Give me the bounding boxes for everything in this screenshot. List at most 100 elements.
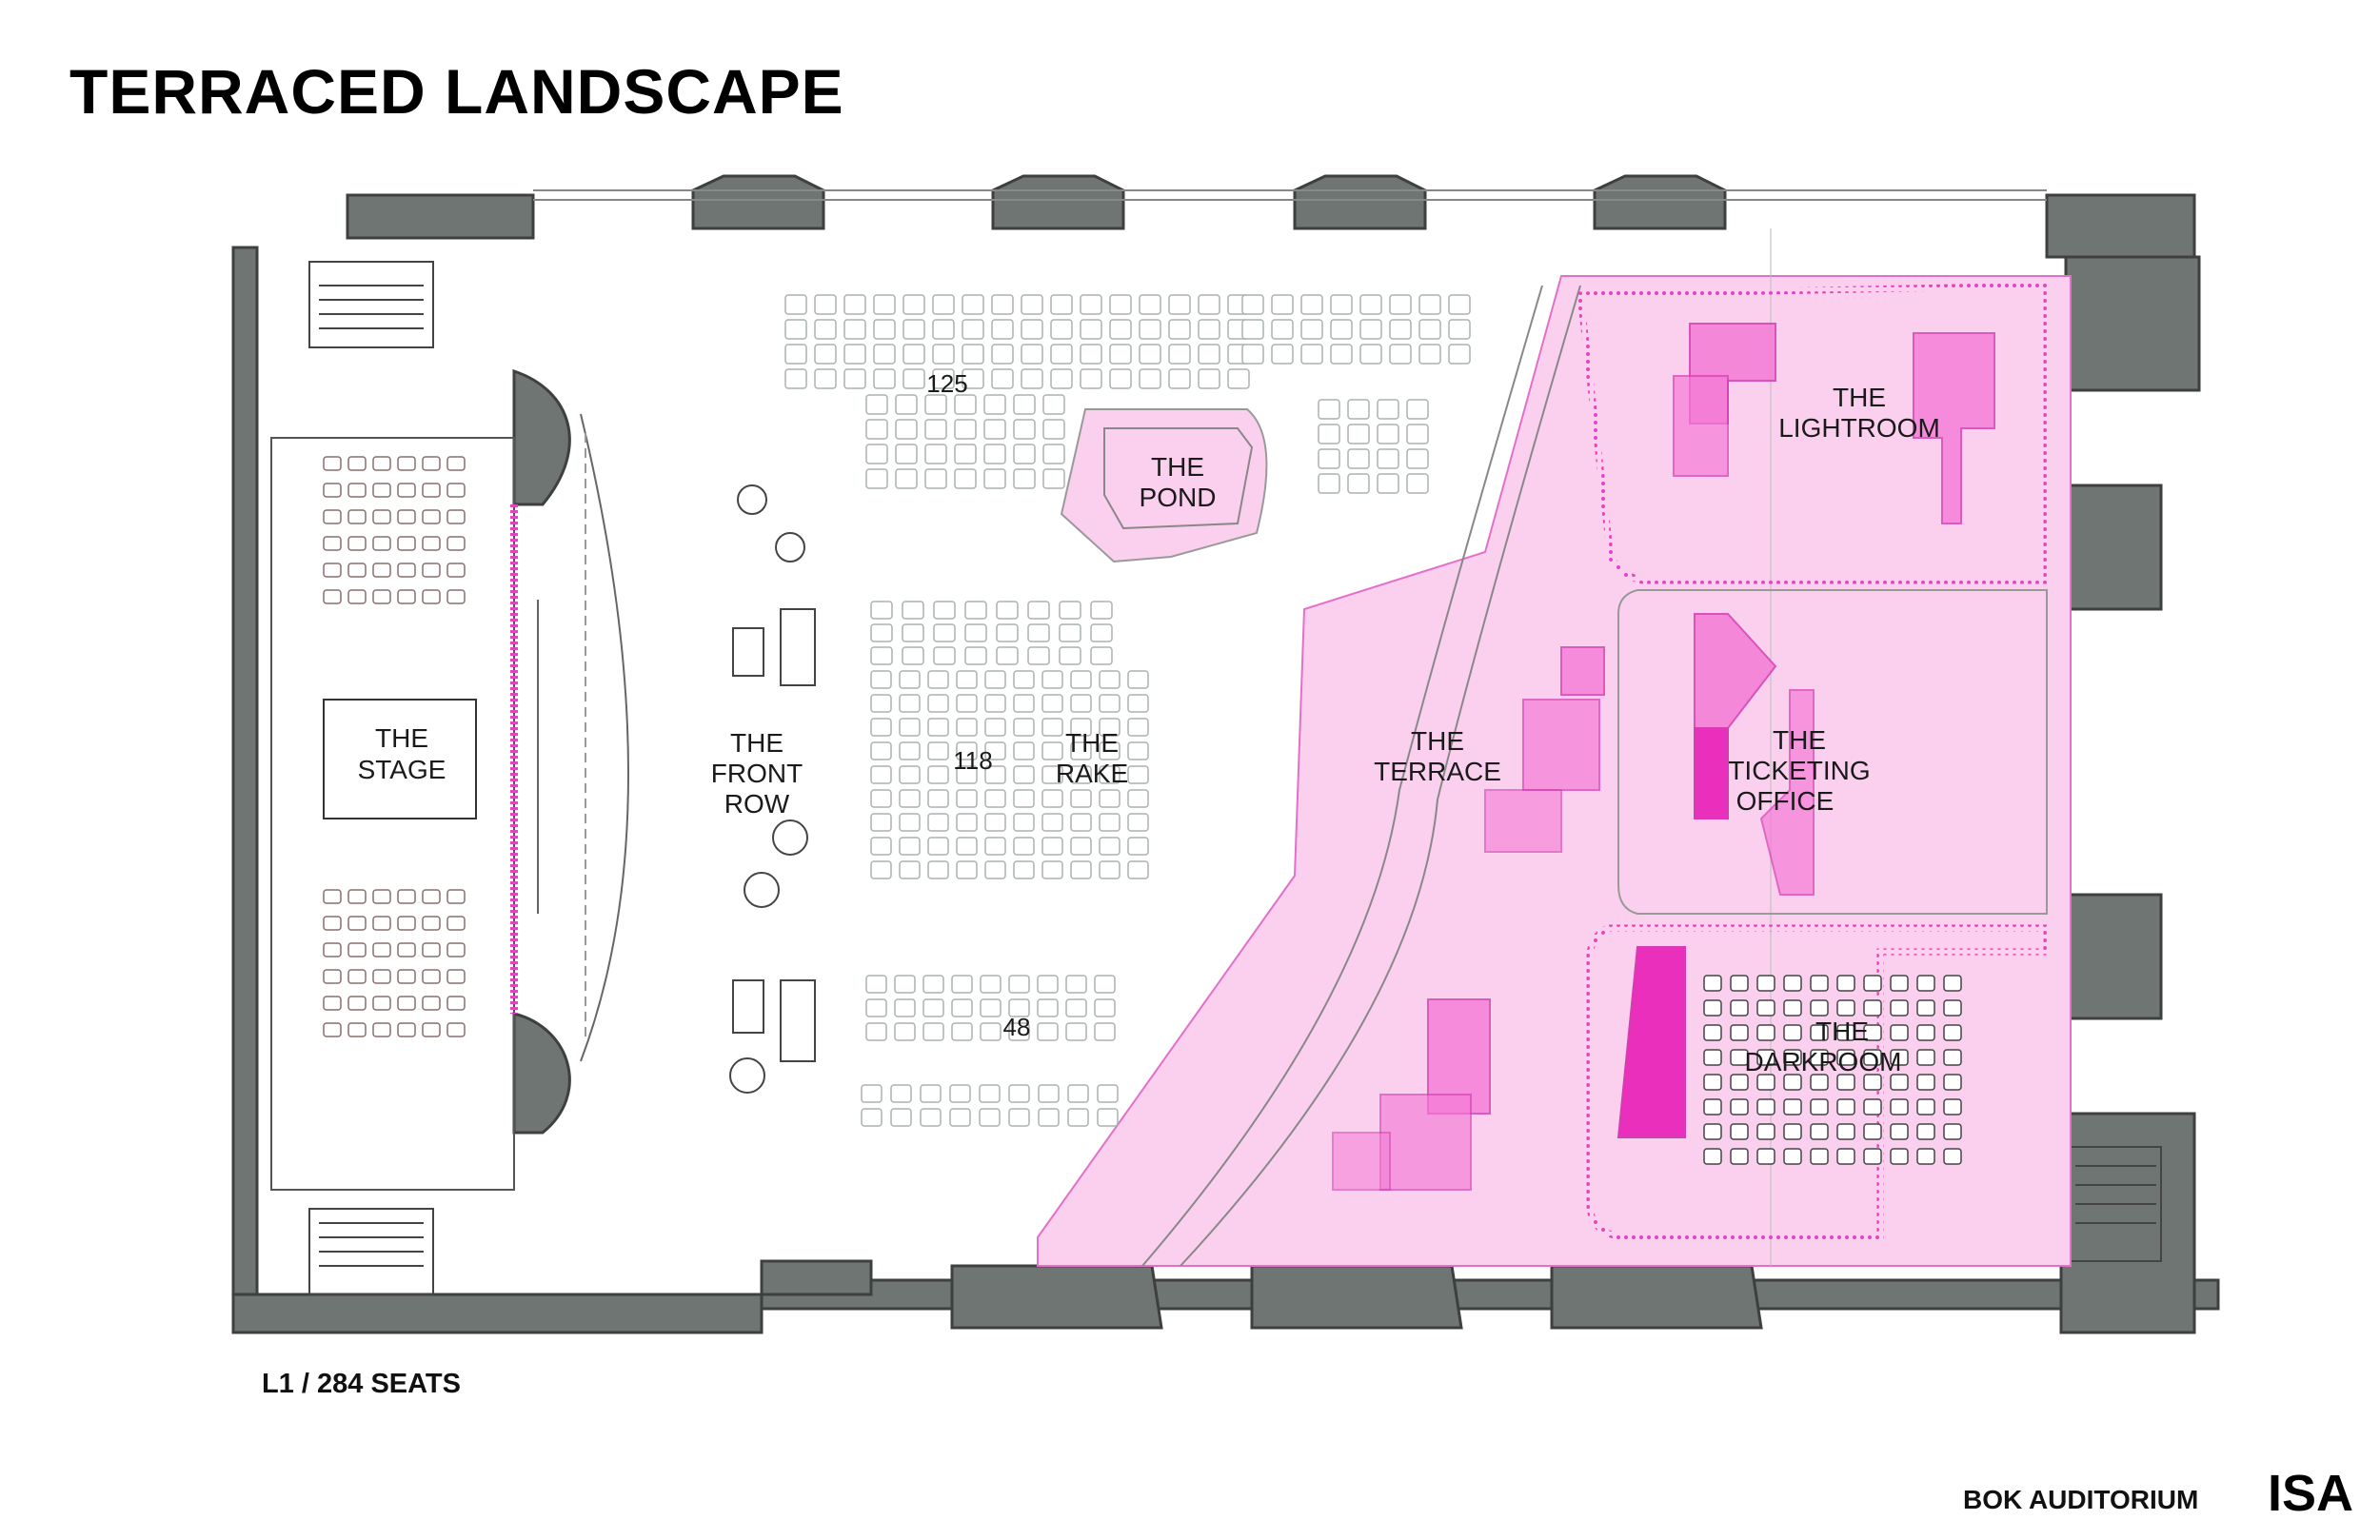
stage-seat (347, 889, 367, 904)
seat (1418, 344, 1441, 365)
seat (922, 975, 944, 994)
darkroom-seat (1756, 1123, 1775, 1140)
label-stage: THE STAGE (358, 723, 446, 784)
seat (1070, 741, 1092, 760)
seat (1389, 319, 1412, 340)
seat (1094, 1022, 1116, 1041)
seat (1330, 319, 1353, 340)
seat (1027, 601, 1050, 620)
seat (956, 765, 978, 784)
seat (984, 789, 1006, 808)
seat (1008, 1022, 1030, 1041)
stage-seat (422, 942, 441, 958)
seat (1127, 694, 1149, 713)
seat (954, 394, 977, 415)
seat (894, 998, 916, 1017)
seat (956, 837, 978, 856)
seat (870, 601, 893, 620)
seat (932, 319, 955, 340)
stage-seat (422, 996, 441, 1011)
darkroom-seat (1836, 975, 1855, 992)
seat (956, 813, 978, 832)
darkroom-seat (1783, 1024, 1802, 1041)
seat (1027, 623, 1050, 642)
seat (870, 741, 892, 760)
seat (890, 1084, 912, 1103)
seat (1041, 813, 1063, 832)
seat (983, 468, 1006, 489)
seat (1377, 424, 1399, 444)
seat (899, 813, 921, 832)
seat (932, 294, 955, 315)
darkroom-seat (1916, 1049, 1935, 1066)
seat (1127, 718, 1149, 737)
seat (956, 694, 978, 713)
seat (964, 623, 987, 642)
darkroom-seat (1730, 1148, 1749, 1165)
darkroom-seat (1756, 1049, 1775, 1066)
seat (1127, 813, 1149, 832)
seat (1330, 294, 1353, 315)
seat (899, 670, 921, 689)
darkroom-seat (1756, 1074, 1775, 1091)
seat (954, 444, 977, 464)
ticketing-label-line1: THE (1773, 725, 1826, 755)
lightroom-outline (1577, 282, 2051, 584)
darkroom-seat (1863, 1024, 1882, 1041)
seat (996, 646, 1019, 665)
stage-seat (323, 456, 342, 471)
darkroom-seat (1703, 1074, 1722, 1091)
stage-seat (397, 1022, 416, 1037)
seat (865, 468, 888, 489)
seat (814, 319, 837, 340)
stage-seat (323, 509, 342, 524)
seat (784, 368, 807, 389)
stage-seat (372, 589, 391, 604)
seat (1008, 1108, 1030, 1127)
seat (1070, 789, 1092, 808)
ticketing-label-line2: TICKETING (1728, 756, 1870, 785)
seat (984, 837, 1006, 856)
darkroom-seat (1730, 1024, 1749, 1041)
darkroom-seat (1836, 999, 1855, 1017)
label-terrace: THE TERRACE (1374, 726, 1501, 786)
seat (1127, 765, 1149, 784)
seat (1037, 1022, 1059, 1041)
darkroom-seat (1890, 975, 1909, 992)
seat (962, 344, 984, 365)
seat (984, 670, 1006, 689)
seat (1300, 294, 1323, 315)
seat (920, 1084, 942, 1103)
seat (902, 623, 924, 642)
seat (902, 294, 925, 315)
rake-label-line1: THE (1065, 728, 1119, 758)
seat (1318, 448, 1340, 469)
seat (1013, 860, 1035, 879)
seat (861, 1084, 883, 1103)
seat (1013, 741, 1035, 760)
stage-seat (397, 456, 416, 471)
seat (1070, 860, 1092, 879)
darkroom-seating (1703, 975, 1962, 1165)
seat (1042, 394, 1065, 415)
seat (1059, 646, 1081, 665)
lightroom-label-line2: LIGHTROOM (1778, 413, 1940, 443)
seat (865, 419, 888, 440)
seat (1347, 424, 1370, 444)
stage-seat (446, 509, 466, 524)
seat (843, 319, 866, 340)
seating (784, 294, 1471, 1127)
stage-seat (323, 589, 342, 604)
seat (1013, 837, 1035, 856)
seat (1359, 294, 1382, 315)
stage-seat (323, 916, 342, 931)
stage-seat (323, 969, 342, 984)
seat (1099, 765, 1121, 784)
darkroom-seat (1730, 999, 1749, 1017)
seat (843, 344, 866, 365)
seat (1099, 860, 1121, 879)
terrace-label-line2: TERRACE (1374, 757, 1501, 786)
seat (1139, 319, 1161, 340)
seat (1021, 344, 1043, 365)
stairwell-bottom (308, 1208, 434, 1295)
